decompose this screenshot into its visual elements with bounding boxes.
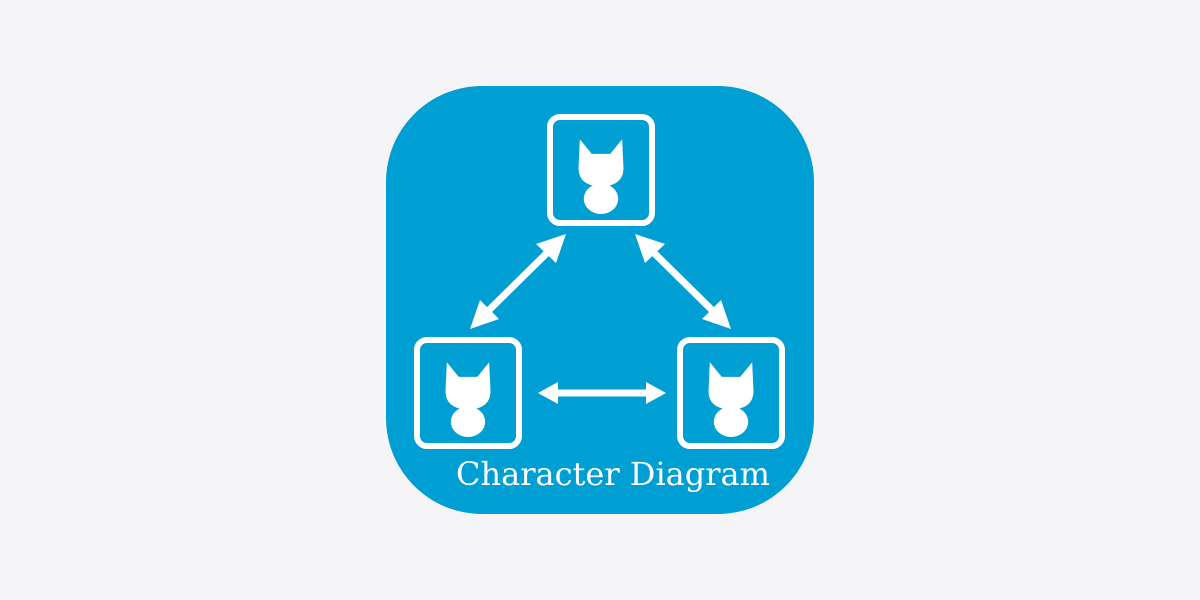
bidirectional-arrow-icon — [470, 234, 566, 329]
app-icon: Character Diagram — [386, 86, 814, 514]
bidirectional-arrow-icon — [635, 234, 731, 329]
character-card-left — [414, 337, 522, 449]
cat-silhouette-icon — [708, 362, 754, 438]
bidirectional-arrow-icon — [538, 382, 666, 404]
cat-silhouette-icon — [578, 139, 624, 215]
character-diagram-graphic — [414, 114, 785, 449]
app-name-label: Character Diagram — [456, 455, 770, 493]
character-card-top — [547, 114, 655, 226]
cat-silhouette-icon — [445, 362, 491, 438]
character-card-right — [677, 337, 785, 449]
